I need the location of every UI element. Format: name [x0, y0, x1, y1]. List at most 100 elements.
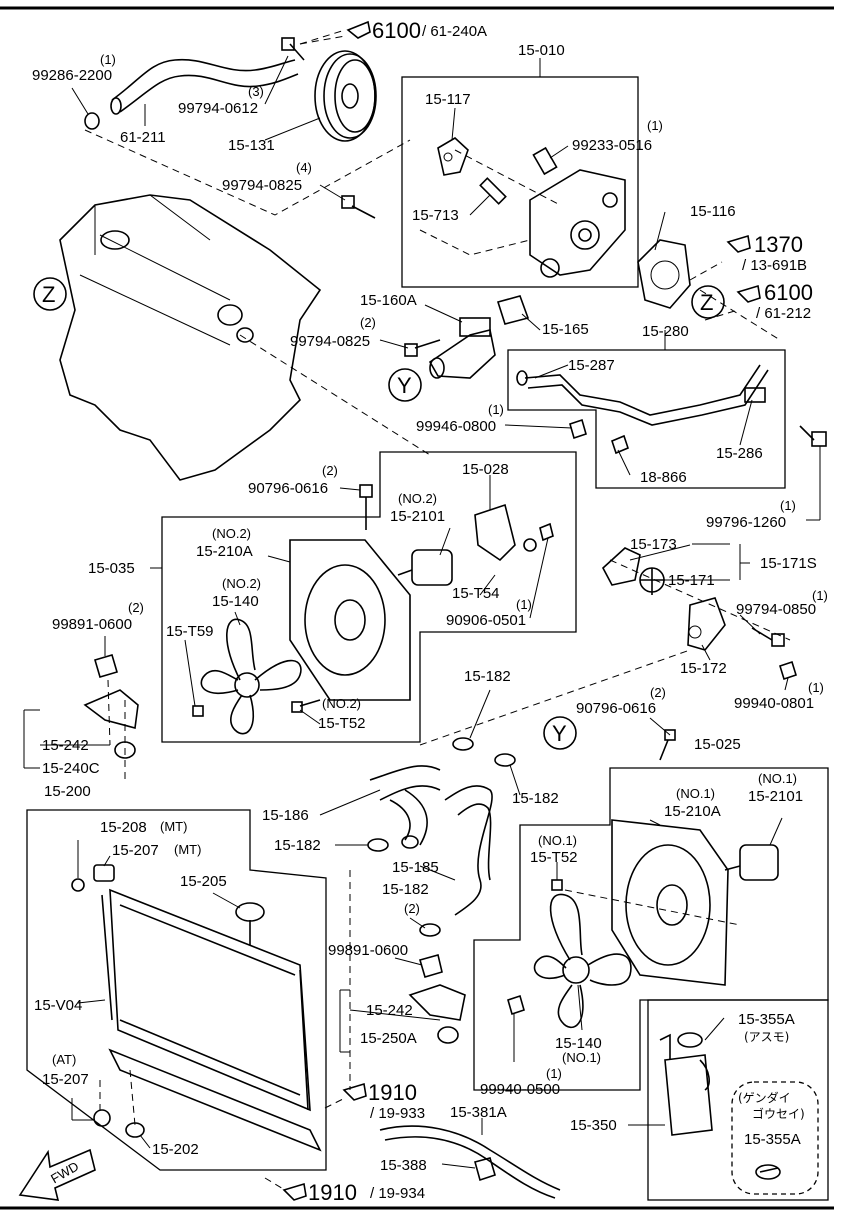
no-label: (NO.1)	[538, 833, 577, 848]
z-callout-text: Z	[42, 282, 55, 307]
gasket-15-165	[496, 295, 530, 325]
fwd-arrow-icon	[18, 1148, 96, 1201]
qty-label: (2)	[322, 463, 338, 478]
clamp-15-182-b	[494, 753, 516, 767]
bolt-99794-0825	[341, 195, 376, 219]
part-label: 15-240C	[42, 760, 100, 777]
ref-label: / 19-934	[370, 1185, 425, 1202]
part-label: 15-2101	[748, 788, 803, 805]
clip-15-388	[474, 1157, 496, 1182]
bolt-99794-0612	[281, 37, 305, 61]
guide-line	[564, 889, 741, 926]
ref-label: 6100	[764, 280, 813, 305]
part-label: 15-173	[630, 536, 677, 553]
fan-no2-box	[161, 451, 577, 743]
part-label: 15-381A	[450, 1104, 507, 1121]
part-label: 18-866	[640, 469, 687, 486]
ref-label: 1910	[368, 1080, 417, 1105]
part-label: 99891-0600	[52, 616, 132, 633]
nut-99940-0500	[507, 994, 525, 1016]
part-label: 61-211	[120, 129, 166, 146]
part-label: 15-172	[680, 660, 727, 677]
part-label: 99940-0801	[734, 695, 814, 712]
part-label: 15-140	[555, 1035, 602, 1052]
fan-no1	[533, 893, 632, 1028]
part-label: 99286-2200	[32, 67, 112, 84]
water-inlet-15-160A	[428, 317, 496, 379]
part-label: 15-388	[380, 1157, 427, 1174]
qty-label: (3)	[248, 84, 264, 99]
no-label: (NO.2)	[322, 696, 361, 711]
bolt-99796-1260	[799, 425, 827, 447]
radiator-box	[26, 809, 327, 1171]
qty-label: (2)	[128, 600, 144, 615]
bolt-99794-0825-b	[404, 339, 441, 357]
part-label: 15-V04	[34, 997, 82, 1014]
maker-label: ゴウセイ)	[752, 1106, 805, 1121]
z-callout-right	[691, 285, 725, 319]
part-label: 15-025	[694, 736, 741, 753]
part-label: 99794-0825	[222, 177, 302, 194]
qty-label: (1)	[808, 680, 824, 695]
part-label: 99796-1260	[706, 514, 786, 531]
guide-line	[299, 35, 346, 45]
part-label: 15-028	[462, 461, 509, 478]
part-label: 15-242	[366, 1002, 413, 1019]
ref-arrow	[299, 29, 346, 45]
spec-label: (MT)	[174, 842, 201, 857]
water-pump	[529, 169, 626, 278]
part-label: 15-T52	[530, 849, 578, 866]
y-callout-text: Y	[552, 721, 567, 746]
part-label: 15-160A	[360, 292, 417, 309]
no-label: (NO.2)	[212, 526, 251, 541]
part-label: 15-208	[100, 819, 147, 836]
part-label: 15-T54	[452, 585, 500, 602]
part-label: 15-182	[382, 881, 429, 898]
part-label: 15-182	[274, 837, 321, 854]
part-label: 15-140	[212, 593, 259, 610]
qty-label: (2)	[360, 315, 376, 330]
no-label: (NO.1)	[758, 771, 797, 786]
ref-label: / 13-691B	[742, 257, 807, 274]
qty-label: (4)	[296, 160, 312, 175]
part-label: 15-205	[180, 873, 227, 890]
ref-label: / 61-240A	[422, 23, 487, 40]
guide-line	[699, 289, 781, 341]
gasket-15-173	[602, 547, 641, 586]
part-label: 15-117	[425, 91, 471, 108]
bolt-15-T52	[291, 701, 303, 713]
fwd-label: FWD	[48, 1159, 81, 1187]
part-label: 99946-0800	[416, 418, 496, 435]
gasket-15-117	[437, 137, 469, 176]
part-label: 15-186	[262, 807, 309, 824]
part-label: 15-207	[112, 842, 159, 859]
qty-label: (1)	[647, 118, 663, 133]
clamp-15-182-c	[367, 838, 389, 852]
part-label: 15-242	[42, 737, 89, 754]
nut-15-T59	[192, 705, 204, 717]
guide-line	[419, 149, 561, 256]
part-label: 15-286	[716, 445, 763, 462]
guide-line	[99, 1069, 136, 1126]
guide-line	[239, 334, 431, 456]
part-label: 15-207	[42, 1071, 89, 1088]
part-label: 15-116	[690, 203, 736, 220]
part-label: 15-355A	[738, 1011, 795, 1028]
part-label: 90796-0616	[576, 700, 656, 717]
nut-90906-0501	[539, 522, 554, 542]
maker-label: (ゲンダイ	[738, 1090, 791, 1105]
part-label: 15-182	[512, 790, 559, 807]
part-label: 99891-0600	[328, 942, 408, 959]
ref-hand-icon	[342, 1082, 367, 1101]
part-label: 15-010	[518, 42, 565, 59]
qty-label: (1)	[812, 588, 828, 603]
no-label: (NO.2)	[222, 576, 261, 591]
part-label: 99794-0825	[290, 333, 370, 350]
part-label: 15-713	[412, 207, 459, 224]
part-label: 99940-0500	[480, 1081, 560, 1098]
nut-99946-0800	[569, 418, 587, 440]
ref-arrow	[689, 261, 723, 281]
qty-label: (2)	[404, 901, 420, 916]
